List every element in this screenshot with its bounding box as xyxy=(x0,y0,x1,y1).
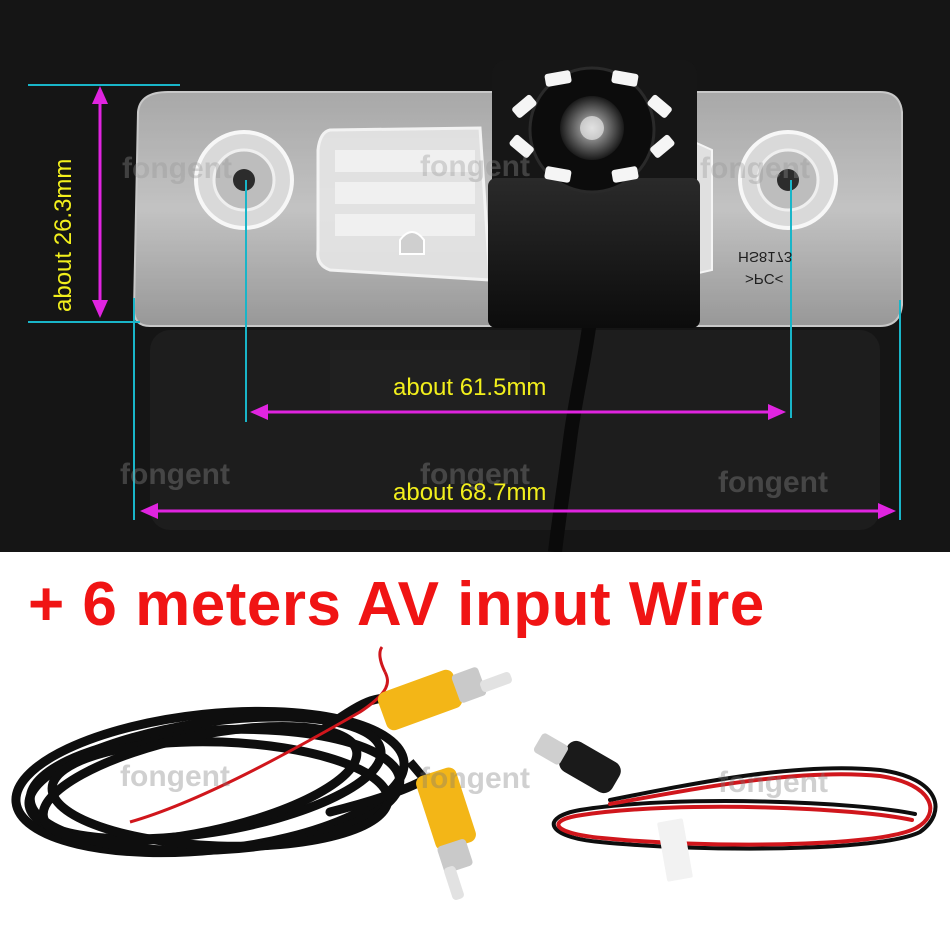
plastic-bracket xyxy=(316,126,713,282)
camera-photo-panel: fongent fongent fongent fongent fongent … xyxy=(0,0,950,552)
watermark: fongent xyxy=(420,458,530,491)
camera-cable xyxy=(548,319,597,552)
watermark: fongent xyxy=(420,762,530,795)
watermark: fongent xyxy=(420,150,530,183)
watermark: fongent xyxy=(122,152,232,185)
part-marking-material: >PC< xyxy=(745,270,784,287)
camera-illustration xyxy=(28,60,903,552)
watermark: fongent xyxy=(718,466,828,499)
watermark: fongent xyxy=(120,458,230,491)
total-width-dimension-label: about 68.7mm xyxy=(393,479,547,506)
camera-head xyxy=(488,60,700,328)
hole-spacing-dimension-label: about 61.5mm xyxy=(393,374,547,401)
power-trigger-cable xyxy=(551,766,938,851)
watermark: fongent xyxy=(120,760,230,793)
cable-panel: + 6 meters AV input Wire xyxy=(0,552,950,950)
rca-plug-lower xyxy=(406,759,476,900)
coiled-rca-cable xyxy=(11,693,425,858)
cable-label-tag xyxy=(657,818,693,882)
right-screw-hole xyxy=(738,130,838,230)
headline: + 6 meters AV input Wire xyxy=(28,570,765,639)
dimension-arrows xyxy=(92,86,896,519)
left-screw-hole xyxy=(194,130,294,230)
av-cable-illustration xyxy=(11,646,938,900)
rca-plug-upper xyxy=(377,667,512,731)
watermark: fongent xyxy=(700,152,810,185)
watermark: fongent xyxy=(718,766,828,799)
dc-power-connector xyxy=(533,733,693,882)
red-trigger-wire xyxy=(129,671,389,824)
led-ring xyxy=(509,70,675,183)
part-marking-code: HS8173 xyxy=(738,248,793,265)
height-dimension-label: about 26.3mm xyxy=(50,158,77,312)
extension-lines xyxy=(28,84,901,520)
